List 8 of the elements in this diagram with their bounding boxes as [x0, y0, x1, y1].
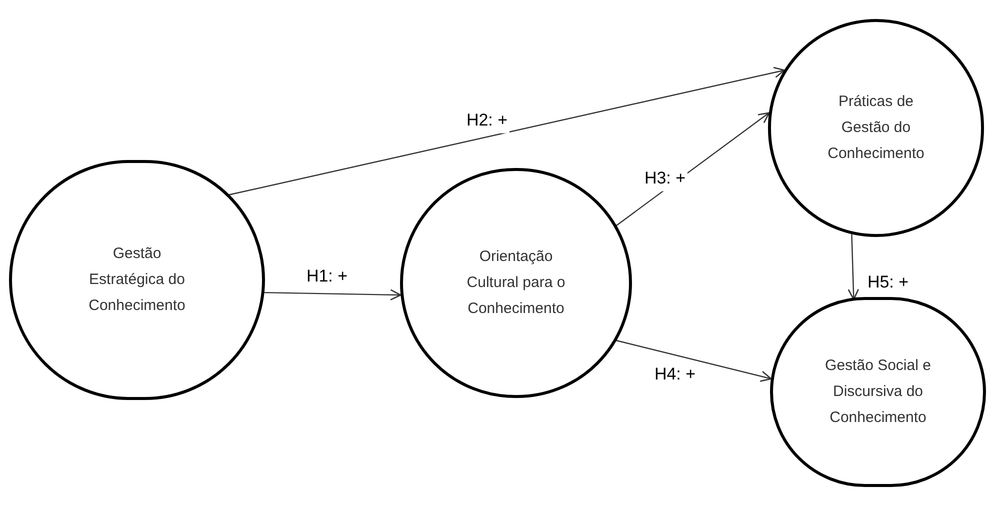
concept-label: Gestão Social e Discursiva do Conhecimento: [824, 356, 932, 428]
arrow: [848, 234, 860, 300]
concept-label: Orientação Cultural para o Conhecimento: [466, 247, 566, 319]
arrow: [227, 66, 786, 196]
concept-label: Práticas de Gestão do Conhecimento: [826, 92, 926, 164]
concept-label: Gestão Estratégica do Conhecimento: [88, 244, 186, 316]
arrow: [616, 340, 772, 382]
arrow: [264, 289, 402, 300]
